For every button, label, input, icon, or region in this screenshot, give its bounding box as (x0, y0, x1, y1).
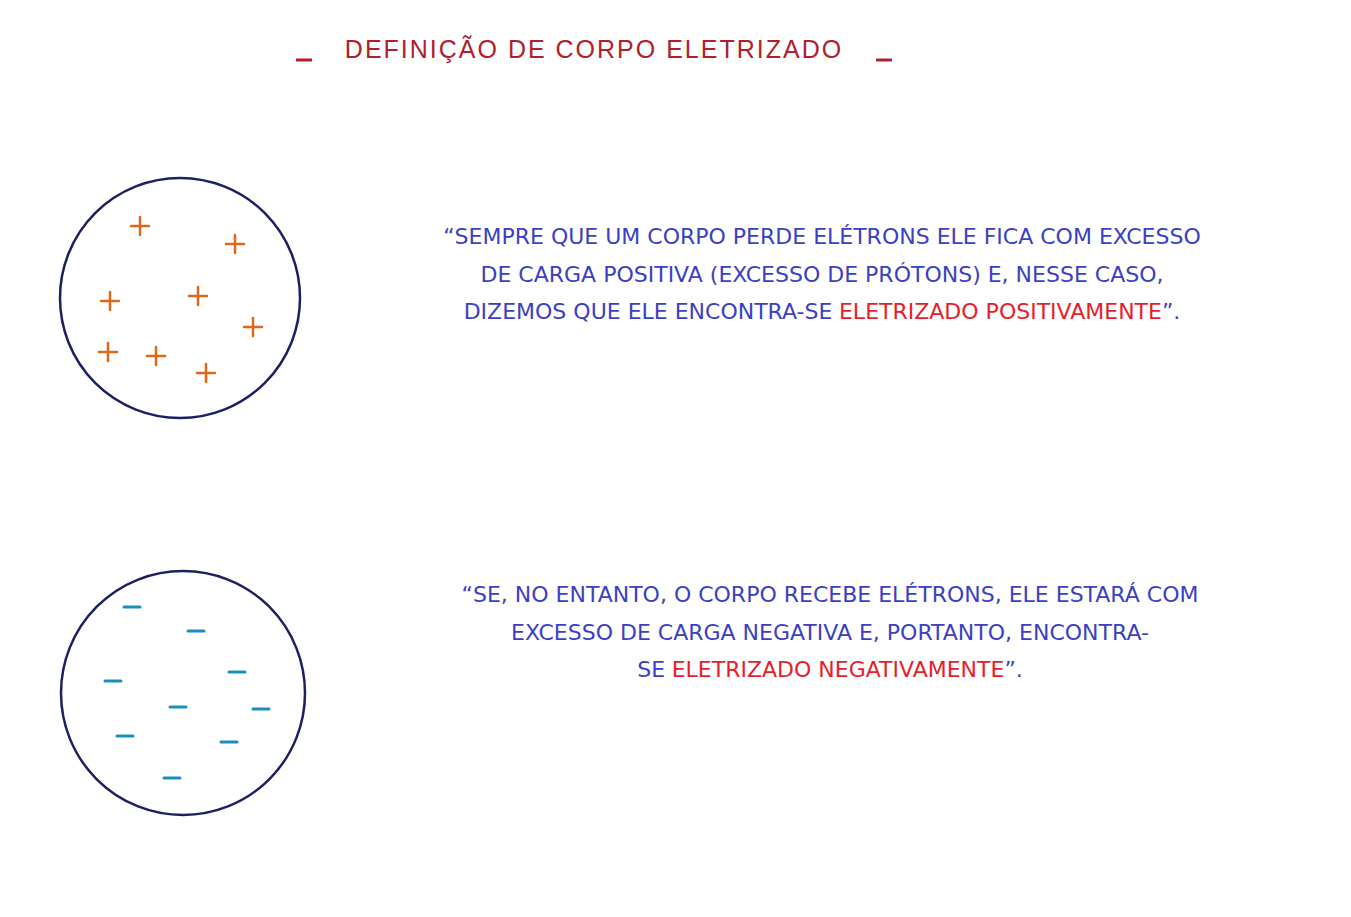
quote-paragraph: “SEMPRE QUE UM CORPO PERDE ELÉTRONS ELE … (442, 218, 1202, 331)
minus-sign (188, 630, 204, 633)
plus-sign (131, 217, 149, 235)
negative-body (61, 571, 305, 815)
highlight-text: ELETRIZADO NEGATIVAMENTE (672, 657, 1005, 682)
title-dash (296, 59, 312, 62)
minus-sign (164, 777, 180, 780)
minus-sign (117, 735, 133, 738)
highlight-text: ELETRIZADO POSITIVAMENTE (839, 299, 1162, 324)
plus-sign (147, 347, 165, 365)
plus-sign (189, 287, 207, 305)
minus-sign (124, 606, 140, 609)
minus-sign (221, 741, 237, 744)
minus-sign (229, 671, 245, 674)
plus-sign (99, 343, 117, 361)
minus-sign (105, 680, 121, 683)
title-dash (876, 59, 892, 62)
minus-sign (253, 708, 269, 711)
plus-sign (101, 292, 119, 310)
minus-sign (170, 706, 186, 709)
quote-text: ”. (1162, 299, 1180, 324)
positive-charges (99, 217, 262, 382)
plus-sign (226, 235, 244, 253)
title: DEFINIÇÃO DE CORPO ELETRIZADO (345, 35, 843, 64)
positive-body (60, 178, 300, 418)
quote-paragraph: “SE, NO ENTANTO, O CORPO RECEBE ELÉTRONS… (450, 576, 1210, 689)
negative-charges (105, 607, 269, 778)
plus-sign (244, 318, 262, 336)
quote-text: ”. (1004, 657, 1022, 682)
plus-sign (197, 364, 215, 382)
